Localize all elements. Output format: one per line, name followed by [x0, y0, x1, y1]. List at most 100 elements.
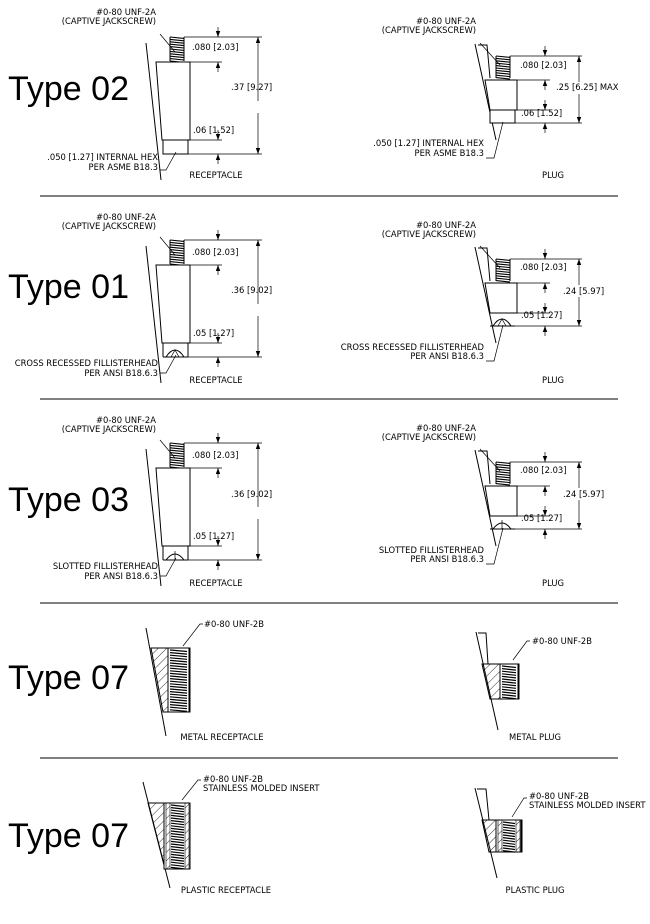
dim-total: .36 [9.02]	[231, 285, 272, 295]
screw-body	[155, 264, 191, 344]
callout-leader	[160, 354, 177, 374]
dimension-arrow	[215, 31, 221, 37]
panel-line	[478, 247, 491, 282]
thread-line	[495, 463, 511, 467]
plastic-plug-drawing	[474, 787, 527, 879]
view-caption: PLASTIC PLUG	[506, 885, 565, 895]
view-caption: PLUG	[542, 375, 564, 385]
callout-leader	[486, 527, 504, 565]
panel-line	[474, 449, 497, 547]
dimension-arrow	[542, 104, 548, 110]
thread-line	[495, 277, 511, 281]
callout-leader	[159, 236, 176, 256]
section-title: Type 02	[8, 70, 129, 108]
dimension-arrow	[215, 234, 221, 240]
screw-head	[165, 349, 185, 358]
thread-line	[502, 834, 516, 838]
thread-line	[495, 72, 511, 75]
thread-line	[169, 36, 185, 39]
dim-head: .06 [1.52]	[193, 125, 234, 135]
thread-line	[170, 822, 185, 826]
thread-line	[169, 657, 188, 660]
thread-line	[170, 820, 185, 823]
thread-callout-note: STAINLESS MOLDED INSERT	[203, 783, 320, 793]
dimension-arrow	[542, 529, 548, 535]
panel-line	[474, 43, 497, 141]
thread-line	[495, 60, 511, 63]
thread-line	[169, 38, 185, 42]
dimension-arrow	[255, 148, 261, 154]
thread-line	[502, 829, 516, 832]
head-note-standard: PER ANSI B18.6.3	[84, 368, 158, 378]
panel-line	[474, 246, 497, 344]
thread-line	[170, 812, 185, 815]
plug-drawing	[474, 42, 582, 159]
thread-callout-note: STAINLESS MOLDED INSERT	[529, 800, 646, 810]
thread-line	[170, 809, 185, 813]
thread-line	[169, 53, 185, 56]
thread-line	[501, 696, 517, 700]
thread-line	[501, 665, 517, 669]
thread-line	[501, 691, 517, 695]
thread-line	[169, 683, 188, 686]
dimension-arrow	[215, 437, 221, 443]
dimension-arrow	[215, 540, 221, 546]
thread-line	[169, 665, 188, 668]
thread-line	[169, 249, 185, 252]
screw-body	[155, 61, 191, 141]
thread-line	[169, 239, 185, 242]
thread-line	[170, 833, 185, 836]
thread-line	[502, 850, 516, 853]
screw-head	[162, 139, 189, 155]
thread-callout: #0-80 UNF-2A	[416, 220, 476, 230]
thread-line	[495, 478, 511, 481]
dim-thread: .080 [2.03]	[520, 262, 567, 272]
section-title: Type 07	[8, 659, 129, 697]
thread-line	[169, 50, 185, 54]
thread-line	[169, 696, 188, 699]
thread-line	[169, 251, 185, 254]
thread-callout: #0-80 UNF-2B	[203, 774, 263, 784]
thread-line	[495, 280, 511, 283]
screw-body	[484, 485, 518, 517]
panel-line	[145, 448, 162, 587]
head-note: .050 [1.27] INTERNAL HEX	[373, 138, 484, 148]
dim-thread: .080 [2.03]	[192, 450, 239, 460]
thread-line	[169, 256, 185, 259]
dimension-arrow	[576, 56, 582, 62]
dimension-arrow	[542, 123, 548, 129]
thread-line	[495, 275, 511, 278]
thread-line	[169, 46, 185, 49]
view-caption: PLASTIC RECEPTACLE	[181, 885, 271, 895]
dimension-arrow	[215, 154, 221, 160]
thread-line	[169, 672, 188, 676]
receptacle-drawing	[145, 230, 262, 384]
view-caption: METAL RECEPTACLE	[180, 732, 263, 742]
thread-line	[169, 454, 185, 457]
dimension-arrow	[576, 320, 582, 326]
thread-line	[169, 246, 185, 250]
thread-line	[495, 461, 511, 464]
thread-line	[169, 704, 188, 707]
thread-line	[169, 55, 185, 59]
plug-drawing	[474, 245, 582, 362]
thread-line	[495, 77, 511, 80]
thread-callout: #0-80 UNF-2A	[416, 16, 476, 26]
thread-line	[169, 698, 188, 702]
thread-line	[170, 817, 185, 821]
thread-line	[169, 442, 185, 445]
dimension-arrow	[215, 265, 221, 271]
thread-callout: #0-80 UNF-2B	[529, 791, 589, 801]
thread-callout: #0-80 UNF-2A	[96, 212, 156, 222]
panel-line	[145, 245, 162, 384]
head-note-standard: PER ASME B18.3	[415, 148, 484, 158]
thread-line	[170, 830, 185, 834]
dimension-arrow	[576, 117, 582, 123]
dim-total: .24 [5.97]	[563, 489, 604, 499]
thread-callout: #0-80 UNF-2A	[416, 423, 476, 433]
dimension-arrow	[542, 456, 548, 462]
thread-callout-note: (CAPTIVE JACKSCREW)	[382, 25, 476, 35]
thread-line	[495, 55, 511, 58]
thread-line	[495, 67, 511, 70]
thread-line	[169, 464, 185, 467]
